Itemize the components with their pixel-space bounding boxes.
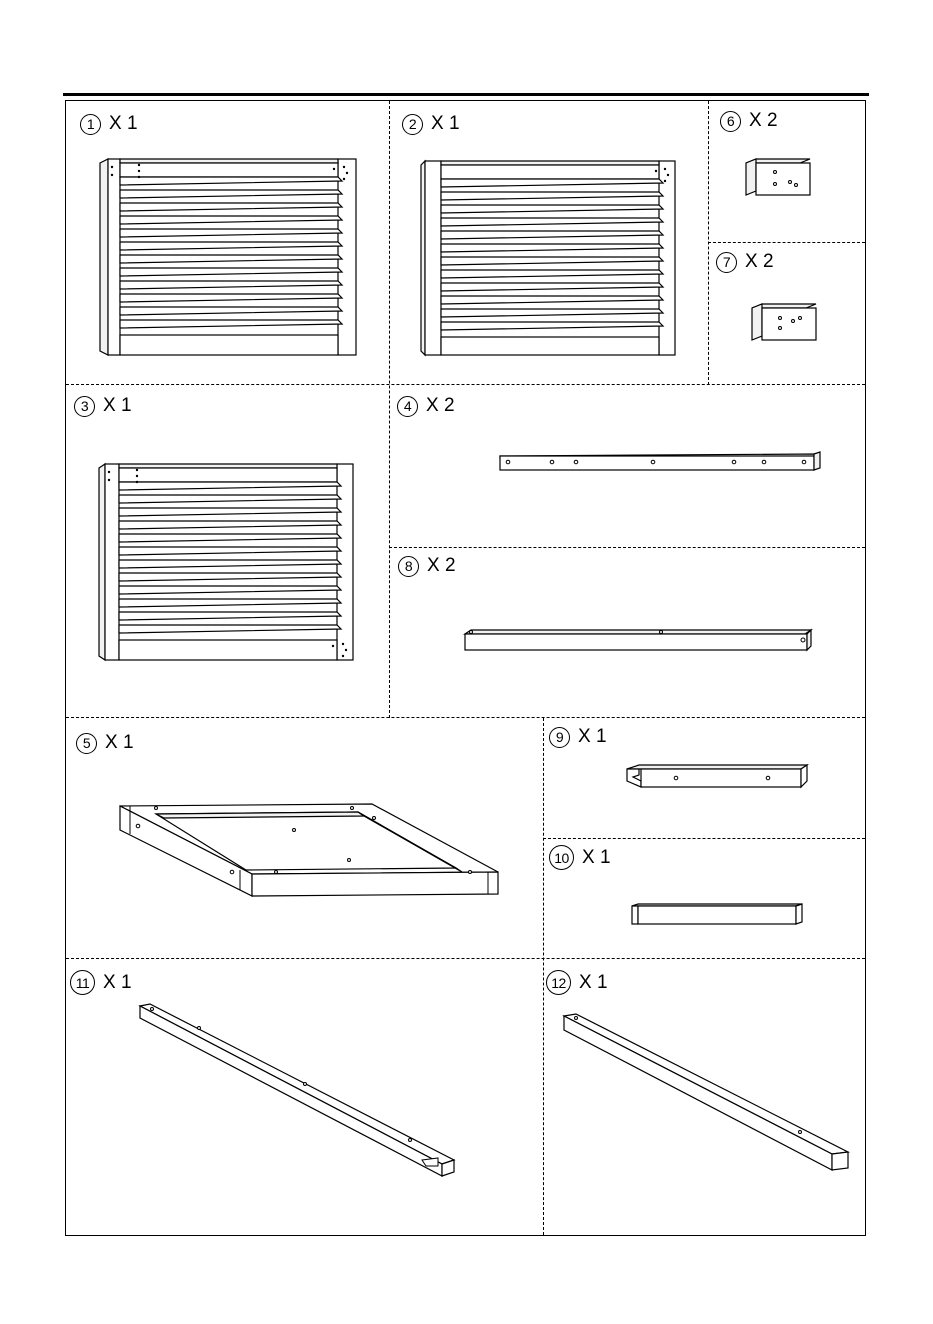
part-quantity: X 1 — [578, 726, 607, 748]
part-number-badge: 7 — [716, 252, 737, 273]
divider — [389, 101, 390, 718]
part-number-badge: 11 — [70, 970, 95, 995]
part-quantity: X 1 — [105, 732, 134, 754]
divider — [389, 547, 865, 548]
rail-9-icon — [623, 763, 813, 791]
divider — [66, 717, 865, 718]
block-7-icon — [748, 300, 820, 344]
divider — [543, 718, 544, 1235]
part-number-badge: 12 — [546, 970, 571, 995]
part-quantity: X 2 — [745, 251, 774, 273]
louvered-panel-1-icon — [98, 155, 360, 358]
part-number-badge: 3 — [74, 396, 95, 417]
part-number-badge: 9 — [549, 727, 570, 748]
part-quantity: X 2 — [426, 395, 455, 417]
part-quantity: X 2 — [427, 555, 456, 577]
part-11-label: 11 X 1 — [70, 970, 132, 995]
beam-12-icon — [562, 1010, 852, 1174]
rail-4-icon — [498, 450, 822, 474]
part-number-badge: 6 — [720, 111, 741, 132]
part-3-label: 3 X 1 — [74, 395, 132, 417]
part-number-badge: 4 — [397, 396, 418, 417]
part-number-badge: 10 — [549, 845, 574, 870]
part-5-label: 5 X 1 — [76, 732, 134, 754]
divider — [708, 101, 709, 385]
part-number-badge: 1 — [80, 114, 101, 135]
part-number-badge: 8 — [398, 556, 419, 577]
part-10-label: 10 X 1 — [549, 845, 611, 870]
part-number-badge: 2 — [402, 114, 423, 135]
louvered-panel-2-icon — [419, 157, 681, 357]
divider — [543, 838, 865, 839]
divider — [708, 242, 865, 243]
part-quantity: X 2 — [749, 110, 778, 132]
part-4-label: 4 X 2 — [397, 395, 455, 417]
rail-10-icon — [630, 902, 806, 928]
part-7-label: 7 X 2 — [716, 251, 774, 273]
part-quantity: X 1 — [582, 847, 611, 869]
part-quantity: X 1 — [431, 113, 460, 135]
part-quantity: X 1 — [103, 972, 132, 994]
divider — [66, 384, 865, 385]
part-quantity: X 1 — [103, 395, 132, 417]
block-6-icon — [742, 157, 814, 199]
louvered-panel-3-icon — [97, 460, 359, 662]
rail-8-icon — [463, 626, 815, 652]
divider — [66, 958, 865, 959]
header-rule — [63, 93, 869, 96]
part-8-label: 8 X 2 — [398, 555, 456, 577]
part-number-badge: 5 — [76, 733, 97, 754]
part-12-label: 12 X 1 — [546, 970, 608, 995]
part-quantity: X 1 — [109, 113, 138, 135]
base-frame-5-icon — [116, 800, 508, 900]
part-6-label: 6 X 2 — [720, 110, 778, 132]
part-9-label: 9 X 1 — [549, 726, 607, 748]
part-1-label: 1 X 1 — [80, 113, 138, 135]
beam-11-icon — [136, 1000, 460, 1182]
part-2-label: 2 X 1 — [402, 113, 460, 135]
part-quantity: X 1 — [579, 972, 608, 994]
